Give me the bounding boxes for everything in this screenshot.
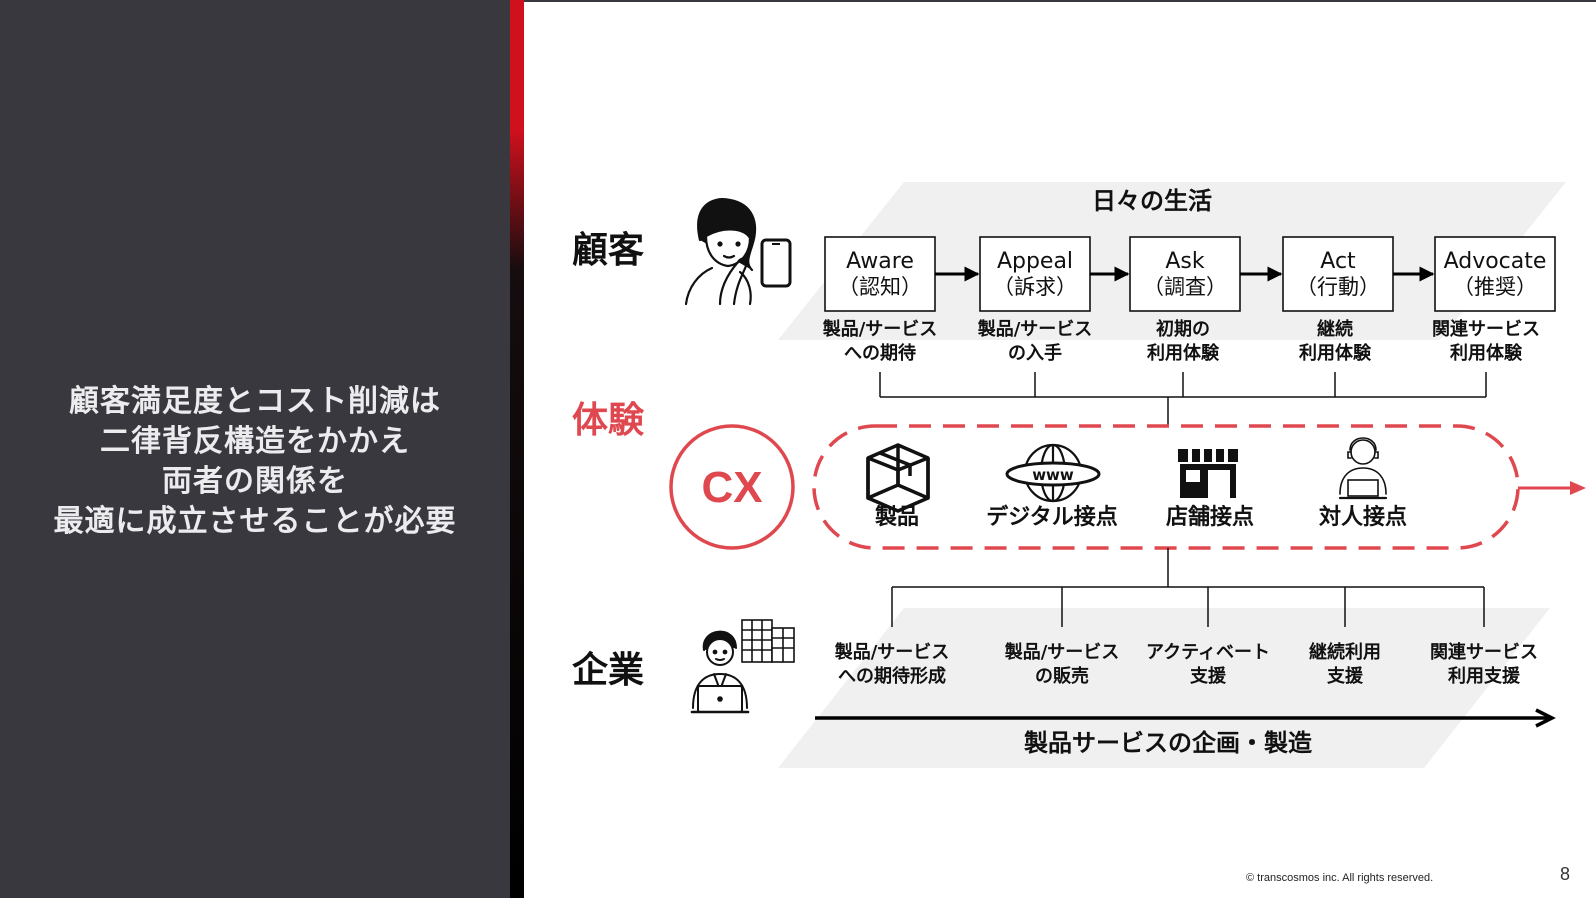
page-number: 8 <box>1560 864 1571 884</box>
stage-description: 利用体験 <box>1450 342 1523 364</box>
stage-description: 製品/サービス <box>977 319 1093 340</box>
daily-life-label: 日々の生活 <box>1092 187 1212 215</box>
stage-description: 関連サービス <box>1432 318 1540 340</box>
key-message-line: 最適に成立させることが必要 <box>53 504 457 539</box>
stage-description: 製品/サービス <box>822 319 938 340</box>
accent-bar <box>510 0 524 898</box>
company-support-label: アクティベート <box>1146 642 1270 663</box>
stage-ask: Ask （調査） <box>1129 236 1241 312</box>
office-building-icon <box>741 619 795 663</box>
stage-en: Advocate <box>1444 249 1547 274</box>
company-support-label: 利用支援 <box>1448 665 1521 687</box>
stage-description: の入手 <box>1008 342 1062 364</box>
key-message-line: 両者の関係を <box>162 464 348 499</box>
product-box-icon <box>866 443 930 513</box>
company-support-label: 支援 <box>1326 665 1364 687</box>
stage-en: Act <box>1320 249 1356 274</box>
stage-description: 利用体験 <box>1147 342 1220 364</box>
stage-act: Act （行動） <box>1282 236 1394 312</box>
bottom-label: 製品サービスの企画・製造 <box>1024 729 1312 757</box>
experience-arrow-head <box>1570 481 1586 495</box>
cx-label: CX <box>701 463 762 512</box>
key-message: 顧客満足度とコスト削減は 二律背反構造をかかえ 両者の関係を 最適に成立させるこ… <box>0 382 510 542</box>
experience-capsule <box>812 424 1520 550</box>
touchpoint-label: 店舗接点 <box>1166 504 1254 530</box>
stage-ja: （調査） <box>1143 275 1227 299</box>
stage-aware: Aware （認知） <box>824 236 936 312</box>
company-support-label: への期待形成 <box>838 665 946 687</box>
stage-en: Ask <box>1165 249 1205 274</box>
row-label-company: 企業 <box>572 649 644 691</box>
operator-icon <box>1338 437 1388 500</box>
stage-description: 初期の <box>1156 318 1210 340</box>
row-label-customer: 顧客 <box>572 230 644 271</box>
left-panel <box>0 0 510 898</box>
company-support-label: 継続利用 <box>1309 641 1381 663</box>
company-support-label: 製品/サービス <box>1004 642 1120 663</box>
company-support-label: の販売 <box>1035 665 1089 687</box>
customer-person-icon <box>684 198 757 306</box>
smartphone-icon <box>760 238 792 288</box>
copyright-text: © transcosmos inc. All rights reserved. <box>1246 872 1434 884</box>
company-support-label: 製品/サービス <box>834 642 950 663</box>
row-label-experience: 体験 <box>572 400 645 441</box>
timeline-arrow-head <box>1535 708 1556 728</box>
stage-description: 利用体験 <box>1299 342 1372 364</box>
bottom-bracket <box>891 548 1485 627</box>
stage-ja: （訴求） <box>993 275 1077 299</box>
company-person-icon <box>690 630 750 714</box>
key-message-line: 顧客満足度とコスト削減は <box>69 384 441 419</box>
stage-ja: （認知） <box>838 275 922 299</box>
touchpoint-label: デジタル接点 <box>986 504 1118 530</box>
stage-ja: （行動） <box>1296 275 1380 299</box>
top-bracket <box>879 372 1487 425</box>
stage-ja: （推奨） <box>1453 275 1537 299</box>
stage-advocate: Advocate （推奨） <box>1434 236 1556 312</box>
key-message-line: 二律背反構造をかかえ <box>100 424 410 459</box>
stage-en: Aware <box>846 249 914 274</box>
svg-text:www: www <box>1032 466 1074 484</box>
stage-appeal: Appeal （訴求） <box>979 236 1091 312</box>
www-globe-icon: www <box>1005 443 1101 503</box>
stage-description: への期待 <box>844 342 916 364</box>
touchpoint-label: 製品 <box>874 504 919 530</box>
top-divider <box>524 0 1596 2</box>
stage-description: 継続 <box>1317 318 1353 340</box>
company-support-label: 関連サービス <box>1430 641 1538 663</box>
company-support-label: 支援 <box>1189 665 1227 687</box>
touchpoint-label: 対人接点 <box>1319 504 1407 530</box>
stage-en: Appeal <box>997 249 1073 274</box>
company-band <box>778 608 1550 768</box>
store-icon <box>1178 446 1238 498</box>
cx-circle <box>669 424 795 550</box>
